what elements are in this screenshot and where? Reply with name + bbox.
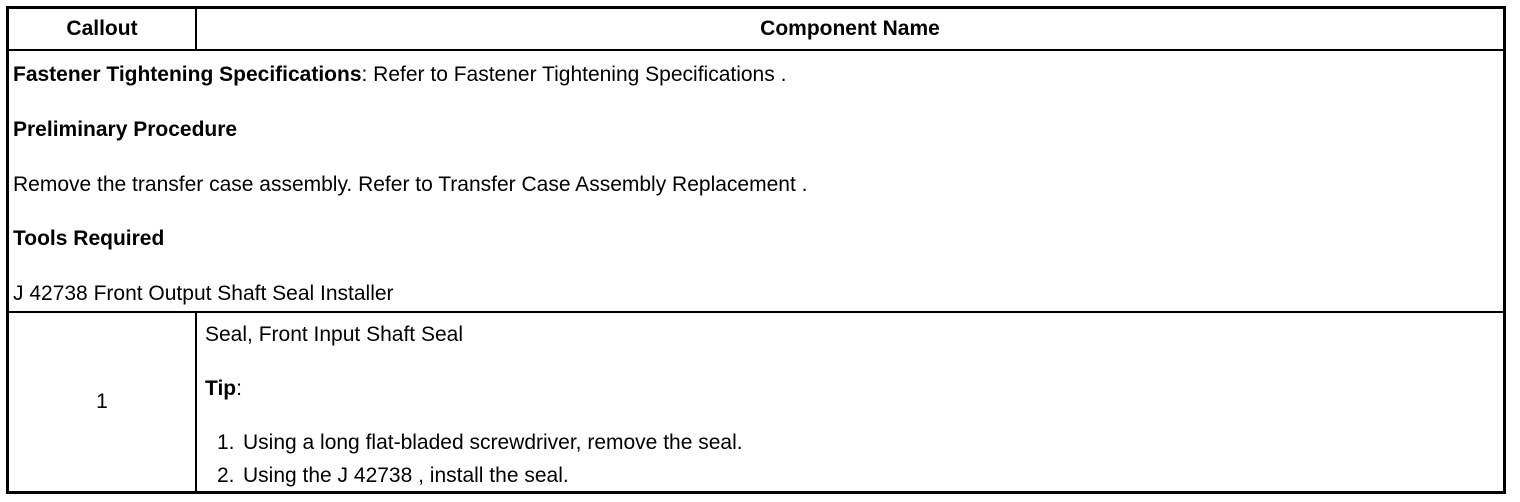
tools-text: J 42738 Front Output Shaft Seal Installe… (13, 282, 394, 305)
table-header-row: Callout Component Name (9, 9, 1503, 51)
tip-colon: : (236, 377, 242, 400)
callout-cell: 1 (9, 313, 197, 491)
tip-heading: Tip: (205, 377, 242, 401)
intro-section: Fastener Tightening Specifications: Refe… (9, 51, 1503, 313)
tip-label: Tip (205, 377, 237, 400)
table-row: 1 Seal, Front Input Shaft Seal Tip: 1. Us… (9, 313, 1503, 491)
fastener-spec-label: Fastener Tightening Specifications (13, 63, 362, 86)
list-item: 1. Using a long flat-bladed screwdriver, … (217, 431, 743, 455)
step-number: 2. (217, 464, 235, 487)
step-number: 1. (217, 431, 235, 454)
component-name: Seal, Front Input Shaft Seal (205, 323, 463, 346)
tools-heading: Tools Required (13, 227, 165, 250)
step-text: Using the J 42738 , install the seal. (243, 464, 569, 487)
preliminary-text: Remove the transfer case assembly. Refer… (13, 173, 808, 196)
fastener-spec-text: : Refer to Fastener Tightening Specifica… (361, 63, 787, 86)
preliminary-heading: Preliminary Procedure (13, 118, 238, 141)
component-cell: Seal, Front Input Shaft Seal Tip: 1. Usin… (197, 313, 1503, 491)
component-table: Callout Component Name Fastener Tighteni… (6, 6, 1506, 494)
header-callout: Callout (9, 9, 197, 49)
list-item: 2. Using the J 42738 , install the seal. (217, 464, 569, 488)
step-text: Using a long flat-bladed screwdriver, re… (243, 431, 743, 454)
fastener-spec-line: Fastener Tightening Specifications: Refe… (13, 63, 786, 87)
header-component-name: Component Name (760, 17, 940, 40)
